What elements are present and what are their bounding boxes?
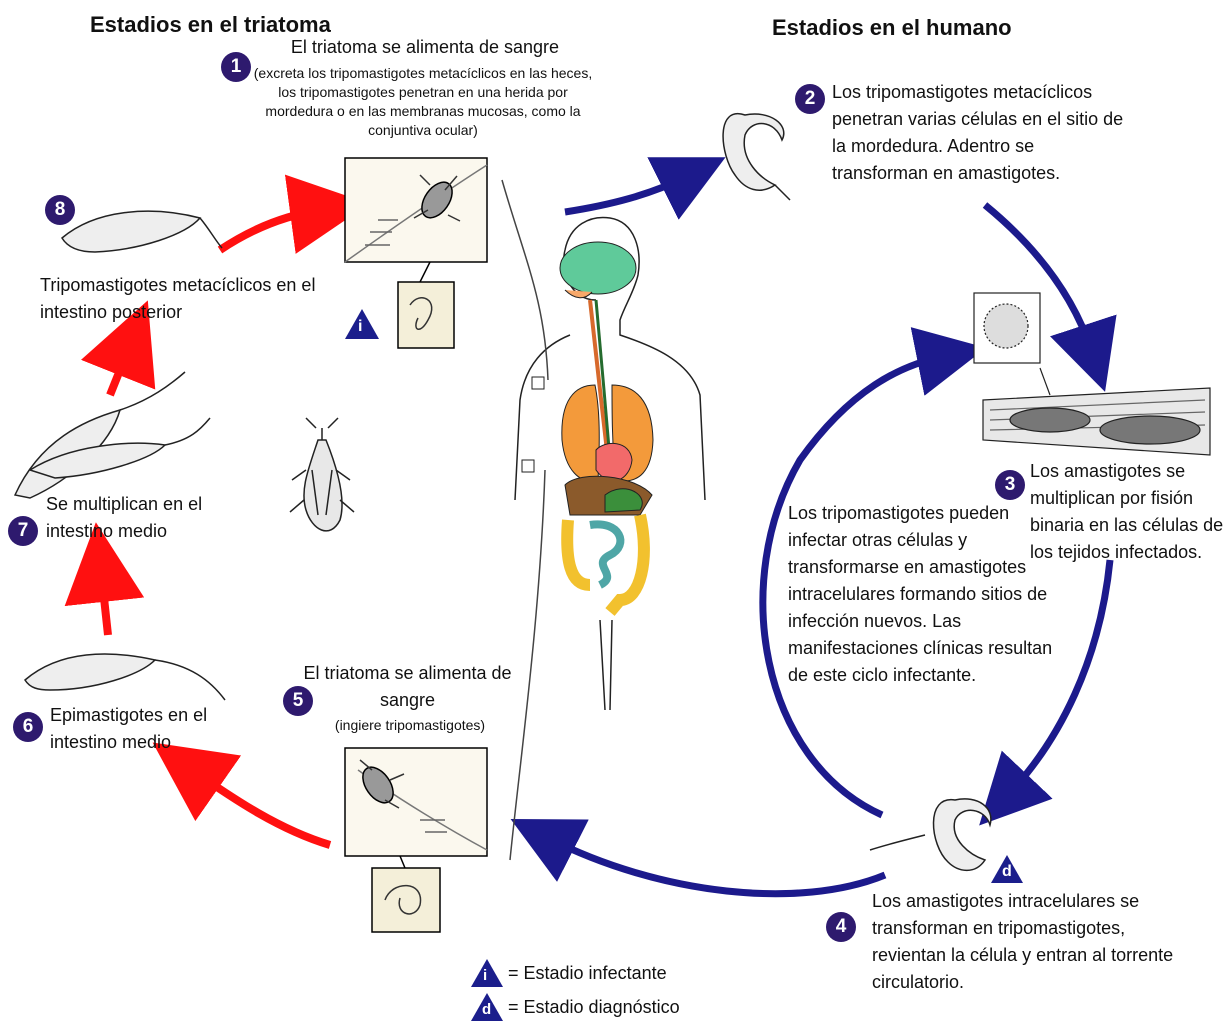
stage-3-text: Los amastigotes se multiplican por fisió…: [1030, 458, 1225, 566]
stage-5-title: El triatoma se alimenta de sangre: [300, 660, 515, 714]
stage-7-badge: 7: [8, 516, 38, 546]
stage-8-badge: 8: [45, 195, 75, 225]
infective-marker-letter: i: [358, 318, 362, 336]
legend-diagnostic-icon: d: [470, 992, 504, 1022]
legend: i = Estadio infectante d = Estadio diagn…: [470, 958, 730, 1024]
stage-2-text: Los tripomastigotes metacíclicos penetra…: [832, 79, 1132, 187]
human-organs: [522, 242, 653, 612]
legend-diagnostic-letter: d: [482, 1001, 491, 1018]
arrow-4-to-5: [548, 838, 885, 894]
arrow-5-to-6: [192, 770, 330, 845]
center-cycle-note: Los tripomastigotes pueden infectar otra…: [788, 500, 1058, 689]
stage-2-badge: 2: [795, 84, 825, 114]
stage-1-badge: 1: [221, 52, 251, 82]
arrow-1-to-2: [565, 176, 688, 212]
stage-1-title: El triatoma se alimenta de sangre: [255, 34, 595, 61]
stage-4-text: Los amastigotes intracelulares se transf…: [872, 888, 1192, 996]
feeding-box-5: [345, 748, 487, 932]
diagnostic-marker-letter: d: [1002, 863, 1012, 881]
stage-4-badge: 4: [826, 912, 856, 942]
legend-diagnostic-label: = Estadio diagnóstico: [508, 994, 680, 1021]
legend-infective-icon: i: [470, 958, 504, 988]
stage-5-detail: (ingiere tripomastigotes): [310, 716, 510, 735]
infective-stage-marker: i: [344, 308, 380, 340]
arrow-7-to-8: [110, 345, 130, 395]
triatomine-bug: [290, 418, 354, 531]
trypomastigote-8: [62, 211, 222, 252]
arrow-6-to-7: [101, 570, 108, 635]
infected-tissue-3: [974, 293, 1210, 455]
trypomastigote-4: [870, 799, 991, 870]
human-stages-heading: Estadios en el humano: [772, 15, 1012, 41]
diagnostic-stage-marker: d: [990, 854, 1024, 884]
epimastigote-6: [25, 654, 225, 700]
trypomastigote-2: [723, 114, 790, 200]
legend-infective-letter: i: [483, 967, 487, 984]
legend-infective-label: = Estadio infectante: [508, 960, 667, 987]
stage-1-detail: (excreta los tripomastigotes metacíclico…: [248, 64, 598, 140]
arrow-8-to-1: [220, 210, 322, 250]
stage-6-text: Epimastigotes en el intestino medio: [50, 702, 215, 756]
stage-3-badge: 3: [995, 470, 1025, 500]
stage-6-badge: 6: [13, 712, 43, 742]
stage-8-text: Tripomastigotes metacíclicos en el intes…: [40, 272, 320, 326]
stage-7-text: Se multiplican en el intestino medio: [46, 491, 236, 545]
